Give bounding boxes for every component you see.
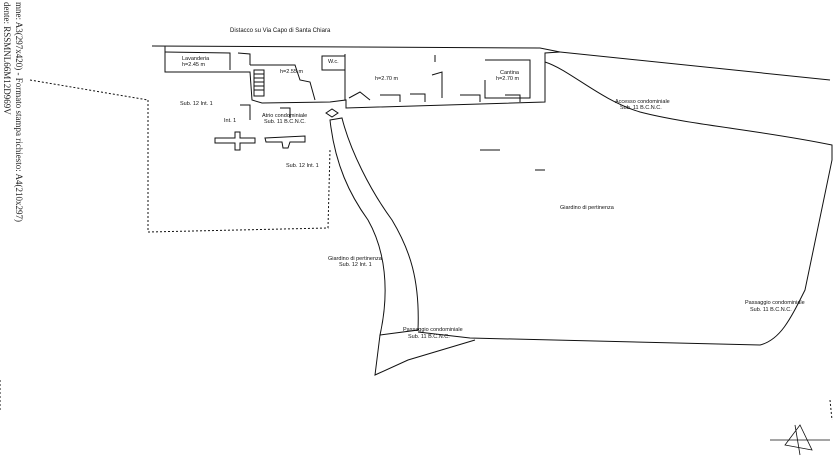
int1-label: Int. 1 bbox=[224, 118, 237, 124]
sub12-boundary bbox=[147, 100, 331, 233]
passaggio1-label: Passaggio condominiale bbox=[403, 327, 463, 333]
room-height-270: h=2.70 m bbox=[375, 76, 399, 82]
garden-boundary bbox=[417, 61, 833, 346]
lavanderia-height: h=2.45 m bbox=[182, 62, 206, 68]
wc-label: W.c. bbox=[328, 59, 339, 65]
atrio-label: Atrio condominiale bbox=[262, 113, 308, 119]
garden-path bbox=[329, 117, 419, 336]
sub12-mid-label: Sub. 12 Int. 1 bbox=[286, 163, 319, 169]
room-height-255: h=2.55 m bbox=[280, 69, 304, 75]
atrio-sub-label: Sub. 11 B.C.N.C. bbox=[264, 119, 306, 125]
cantina-label: Cantina bbox=[500, 70, 519, 76]
giardino2-sub-label: Sub. 12 Int. 1 bbox=[339, 262, 372, 268]
street-label: Distacco su Via Capo di Santa Chiara bbox=[230, 28, 331, 34]
cantina-height: h=2.70 m bbox=[496, 76, 520, 82]
entry-marker-icon bbox=[325, 108, 339, 118]
giardino-label: Giardino di pertinenza bbox=[560, 205, 614, 211]
passaggio2-label: Passaggio condominiale bbox=[745, 300, 805, 306]
north-arrow-icon bbox=[770, 424, 830, 456]
accesso-sub-label: Sub. 11 B.C.N.C. bbox=[620, 105, 662, 111]
sub12-left-label: Sub. 12 Int. 1 bbox=[180, 101, 213, 107]
lavanderia-label: Lavanderia bbox=[182, 56, 210, 62]
giardino2-label: Giardino di pertinenza bbox=[328, 256, 382, 262]
passaggio1-sub-label: Sub. 11 B.C.N.C. bbox=[408, 334, 450, 340]
passaggio2-sub-label: Sub. 11 B.C.N.C. bbox=[750, 307, 792, 313]
accesso-label: Accesso condominiale bbox=[615, 99, 670, 105]
